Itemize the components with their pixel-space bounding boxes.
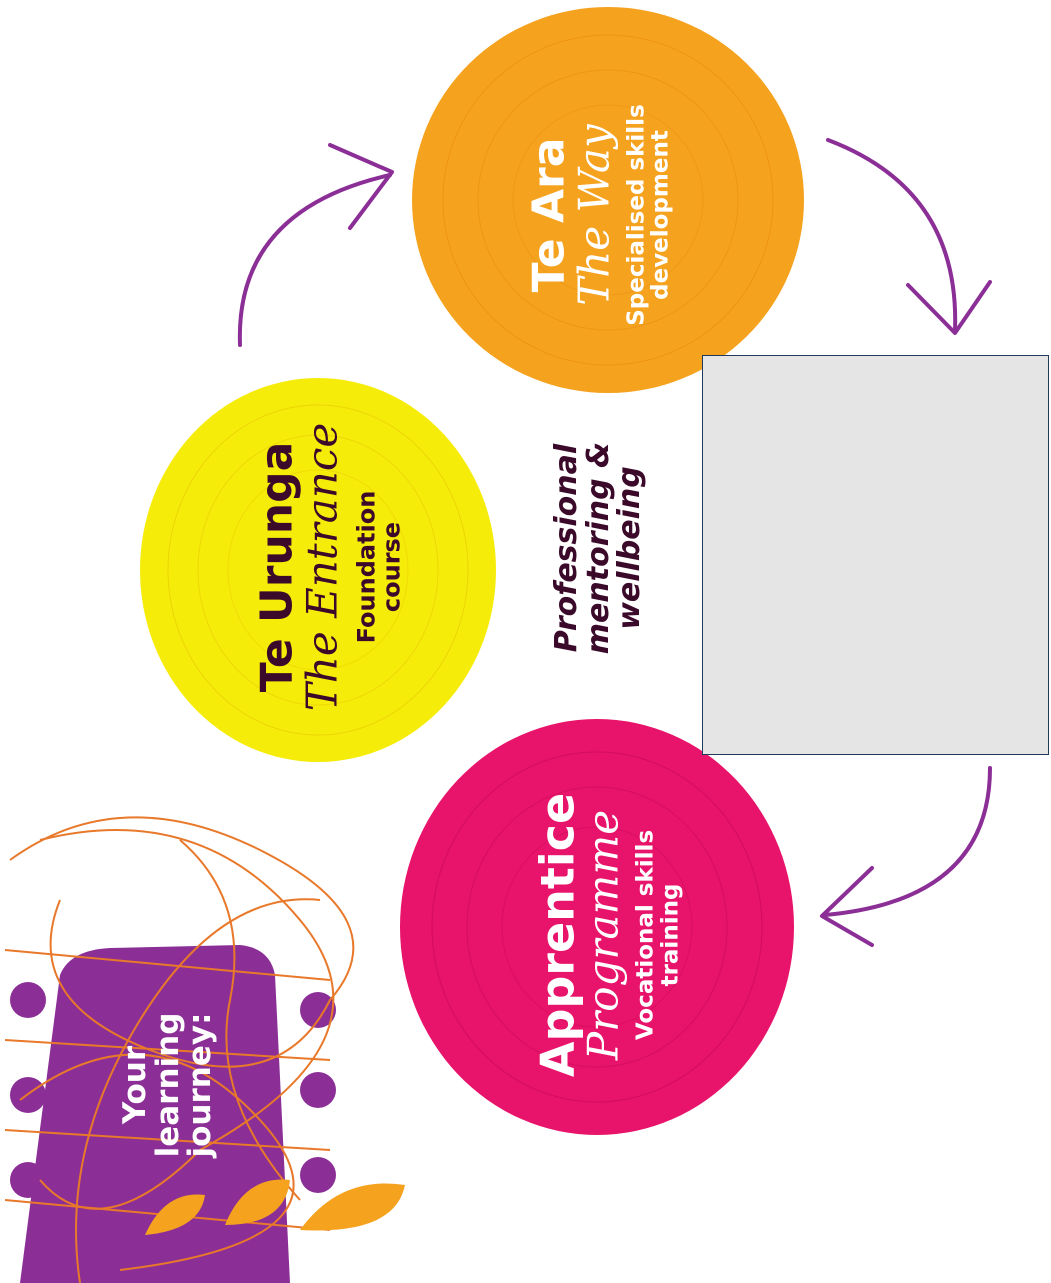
guitar-pick-icon: [145, 1179, 405, 1235]
journey-label-line-3: journey:: [182, 1012, 219, 1158]
te-ara-desc-line-2: development: [648, 130, 675, 300]
journey-label-line-2: learning: [149, 1012, 186, 1158]
te-ara-subtitle: The Way: [569, 124, 619, 306]
te-urunga-title: Te Urunga: [251, 441, 303, 693]
apprentice-label: Apprentice Programme Vocational skills t…: [530, 792, 684, 1078]
circle-te-ara: [412, 7, 804, 393]
center-text-line-2: mentoring &: [580, 441, 616, 655]
guitar-headstock-icon: [10, 945, 336, 1283]
arrow-next-to-apprentice: [820, 766, 992, 947]
arrow-ara-to-next: [826, 138, 992, 335]
te-ara-title: Te Ara: [523, 137, 575, 293]
circle-te-urunga: [140, 378, 496, 762]
te-ara-label: Te Ara The Way Specialised skills develo…: [523, 104, 675, 326]
arrow-urunga-to-ara: [237, 143, 394, 347]
te-ara-desc-line-1: Specialised skills: [624, 104, 650, 326]
image-placeholder: [702, 355, 1049, 755]
center-mentoring-label: Professional mentoring & wellbeing: [548, 441, 647, 655]
te-urunga-desc-line-2: course: [378, 521, 407, 613]
apprentice-subtitle: Programme: [578, 809, 628, 1061]
te-urunga-subtitle: The Entrance: [297, 422, 347, 712]
journey-label: Your learning journey:: [117, 1012, 219, 1158]
apprentice-title: Apprentice: [530, 792, 585, 1078]
apprentice-desc-line-1: Vocational skills: [633, 829, 660, 1041]
journey-label-line-1: Your: [117, 1045, 154, 1125]
te-urunga-desc-line-1: Foundation: [352, 490, 381, 644]
apprentice-desc-line-2: training: [657, 883, 684, 987]
te-urunga-label: Te Urunga The Entrance Foundation course: [251, 422, 407, 712]
center-text-line-3: wellbeing: [611, 466, 647, 630]
circle-apprentice: [400, 719, 794, 1135]
center-text-line-1: Professional: [548, 443, 584, 653]
